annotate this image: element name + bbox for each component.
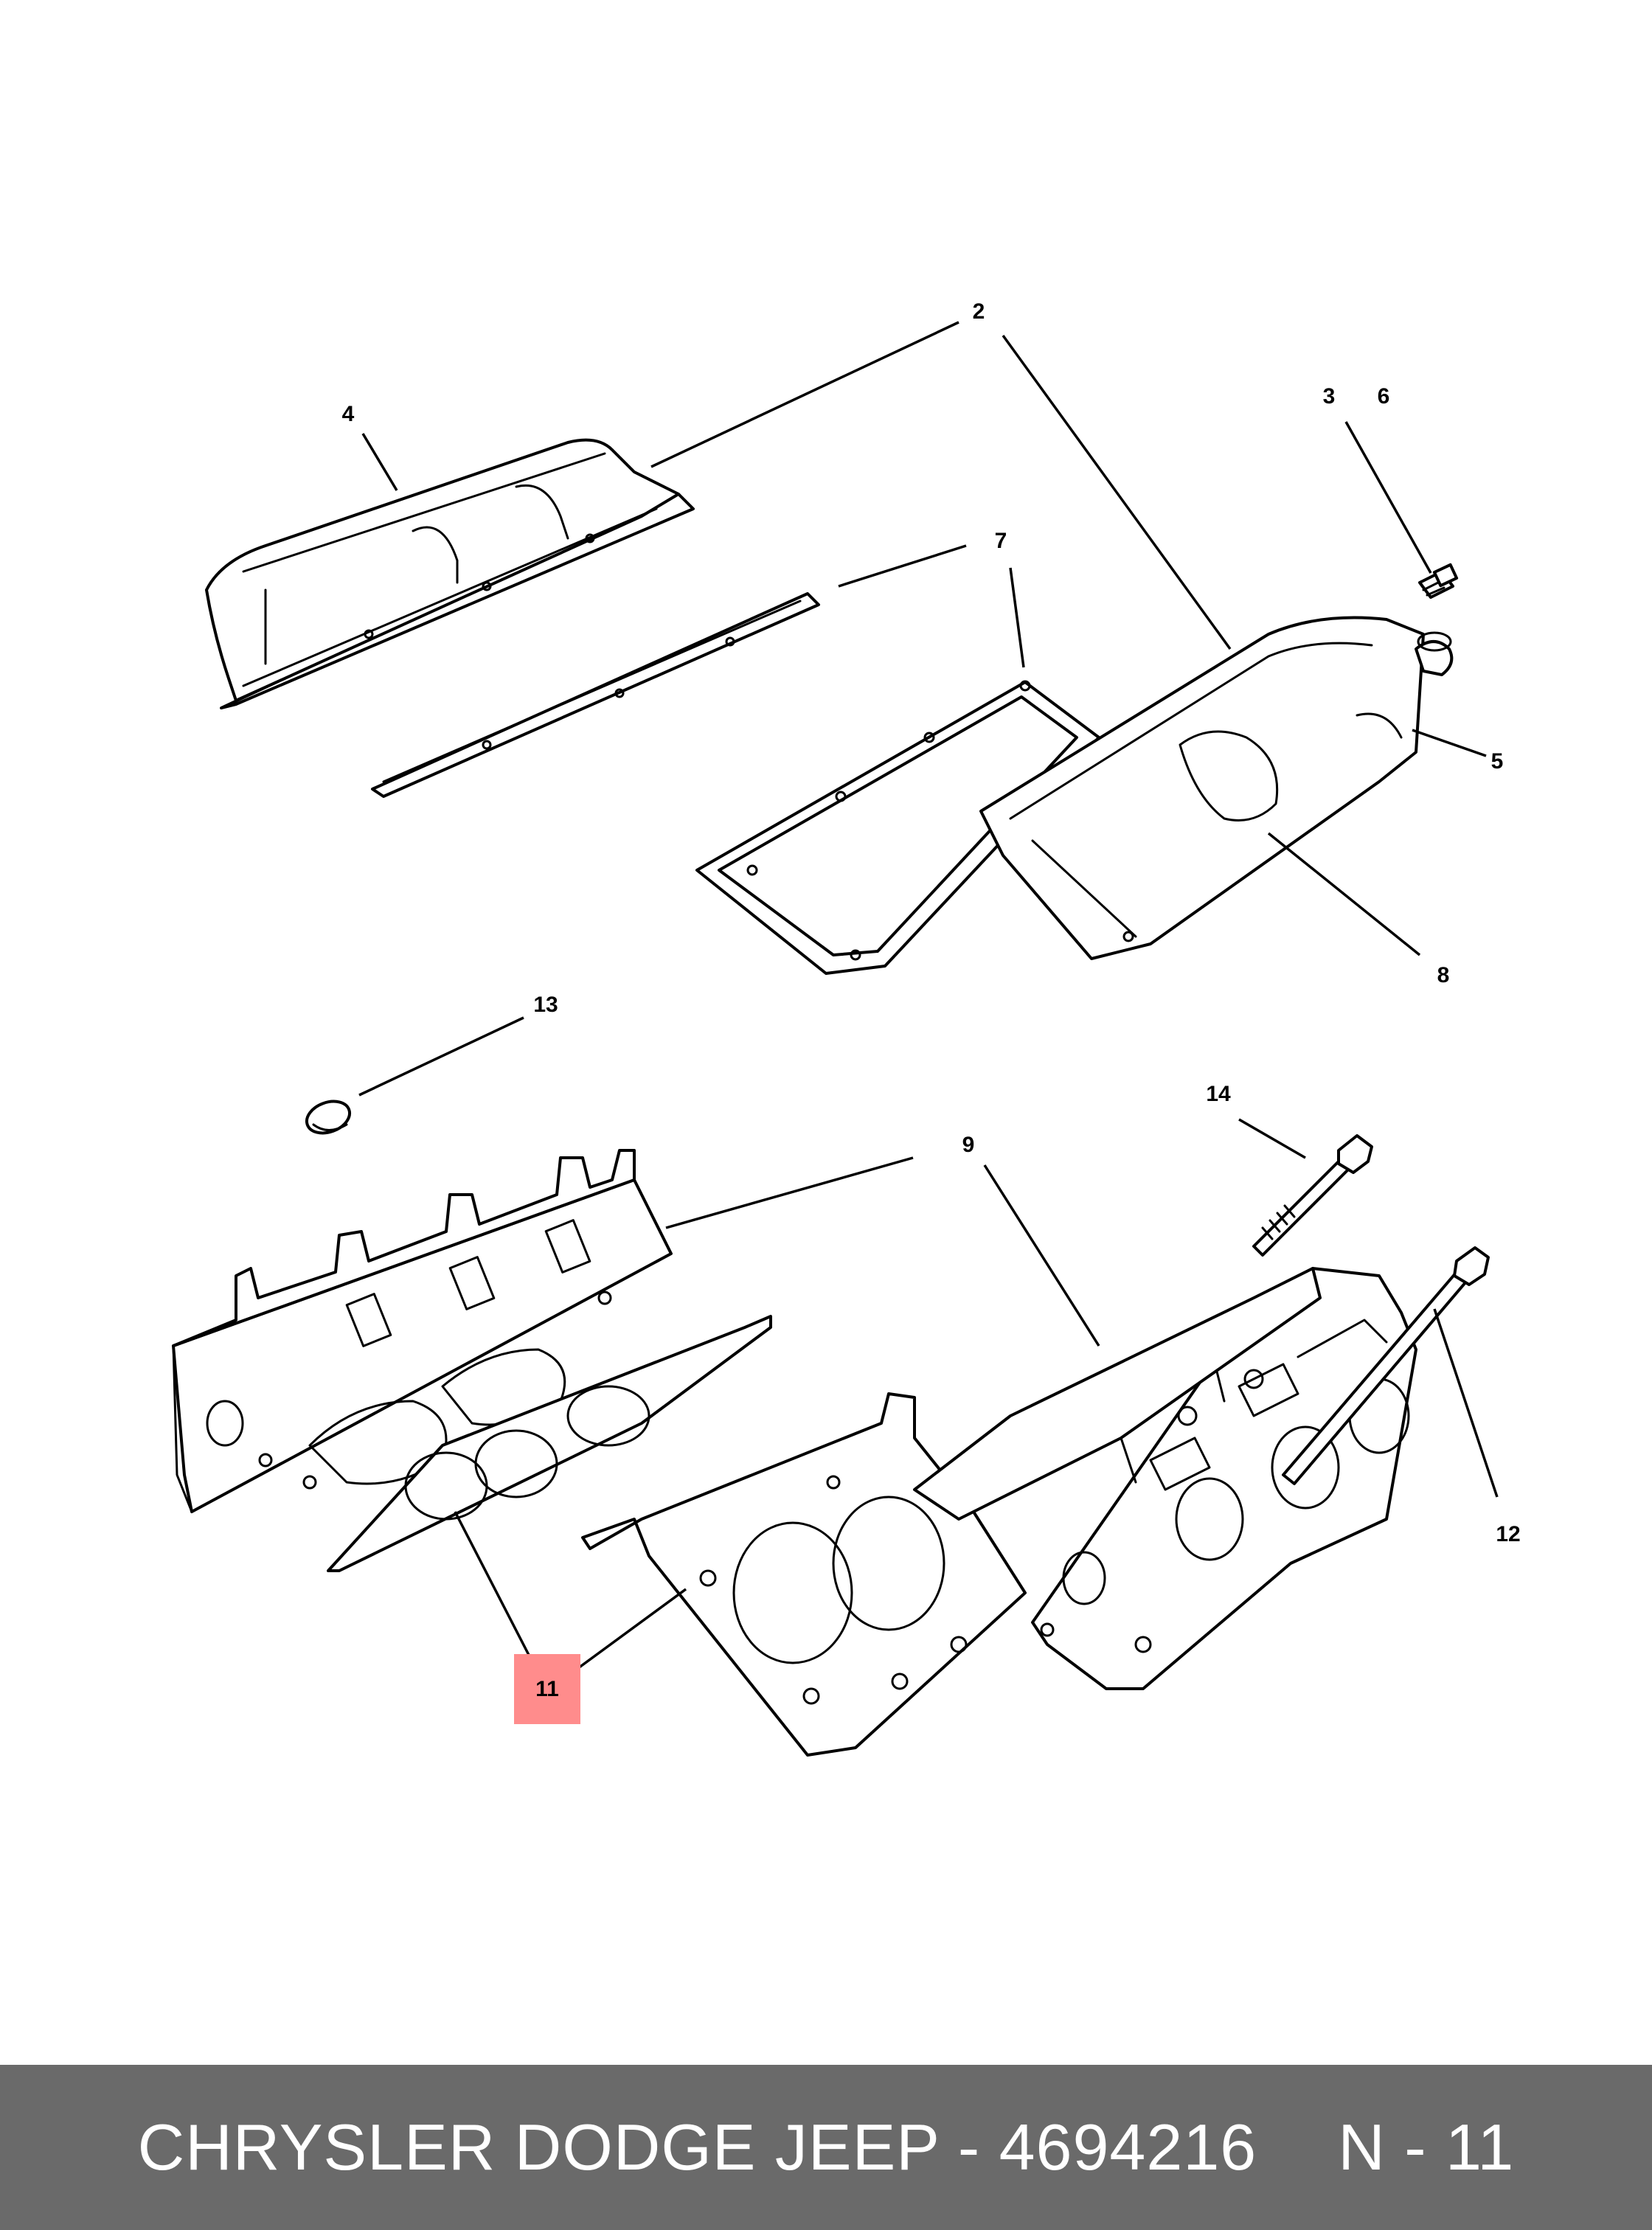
callout-11: 11	[535, 1677, 559, 1701]
part-7-gasket-left	[371, 592, 820, 798]
part-14-head-bolt	[1252, 1134, 1373, 1257]
callout-3: 3	[1323, 384, 1336, 409]
callout-14: 14	[1206, 1082, 1231, 1106]
footer-diagram-reference: N - 11	[1338, 2111, 1515, 2184]
exploded-parts-diagram: 2 3 6 4 7 5 8 13 9 14 12 11	[172, 299, 1521, 1757]
callout-6: 6	[1378, 384, 1390, 409]
part-7-gasket-right	[695, 680, 1100, 975]
part-11-head-gasket-right	[581, 1392, 1027, 1757]
callout-7: 7	[995, 529, 1007, 553]
leader-lines	[358, 321, 1499, 1672]
part-3-6-bolt	[1418, 563, 1459, 599]
callout-5: 5	[1491, 749, 1504, 774]
callout-9: 9	[962, 1133, 975, 1157]
callout-12: 12	[1496, 1522, 1520, 1546]
footer-brand-part-number: CHRYSLER DODGE JEEP - 4694216	[137, 2111, 1257, 2184]
part-9-cylinder-head-right	[913, 1267, 1417, 1690]
callout-11-highlight	[514, 1654, 580, 1724]
callout-2: 2	[973, 299, 985, 324]
callout-8: 8	[1437, 963, 1450, 987]
part-11-head-gasket-left	[327, 1315, 772, 1572]
part-4-valve-cover-left	[205, 438, 695, 709]
callout-labels: 2 3 6 4 7 5 8 13 9 14 12 11	[342, 299, 1521, 1701]
part-5-valve-cover-right	[979, 616, 1454, 960]
part-9-cylinder-head-left	[172, 1149, 673, 1513]
callout-13: 13	[533, 993, 558, 1017]
part-13-cup-plug	[305, 1100, 352, 1135]
footer-bar: CHRYSLER DODGE JEEP - 4694216 N - 11	[0, 2065, 1652, 2230]
part-12-head-bolt	[1282, 1246, 1490, 1485]
callout-4: 4	[342, 402, 355, 426]
